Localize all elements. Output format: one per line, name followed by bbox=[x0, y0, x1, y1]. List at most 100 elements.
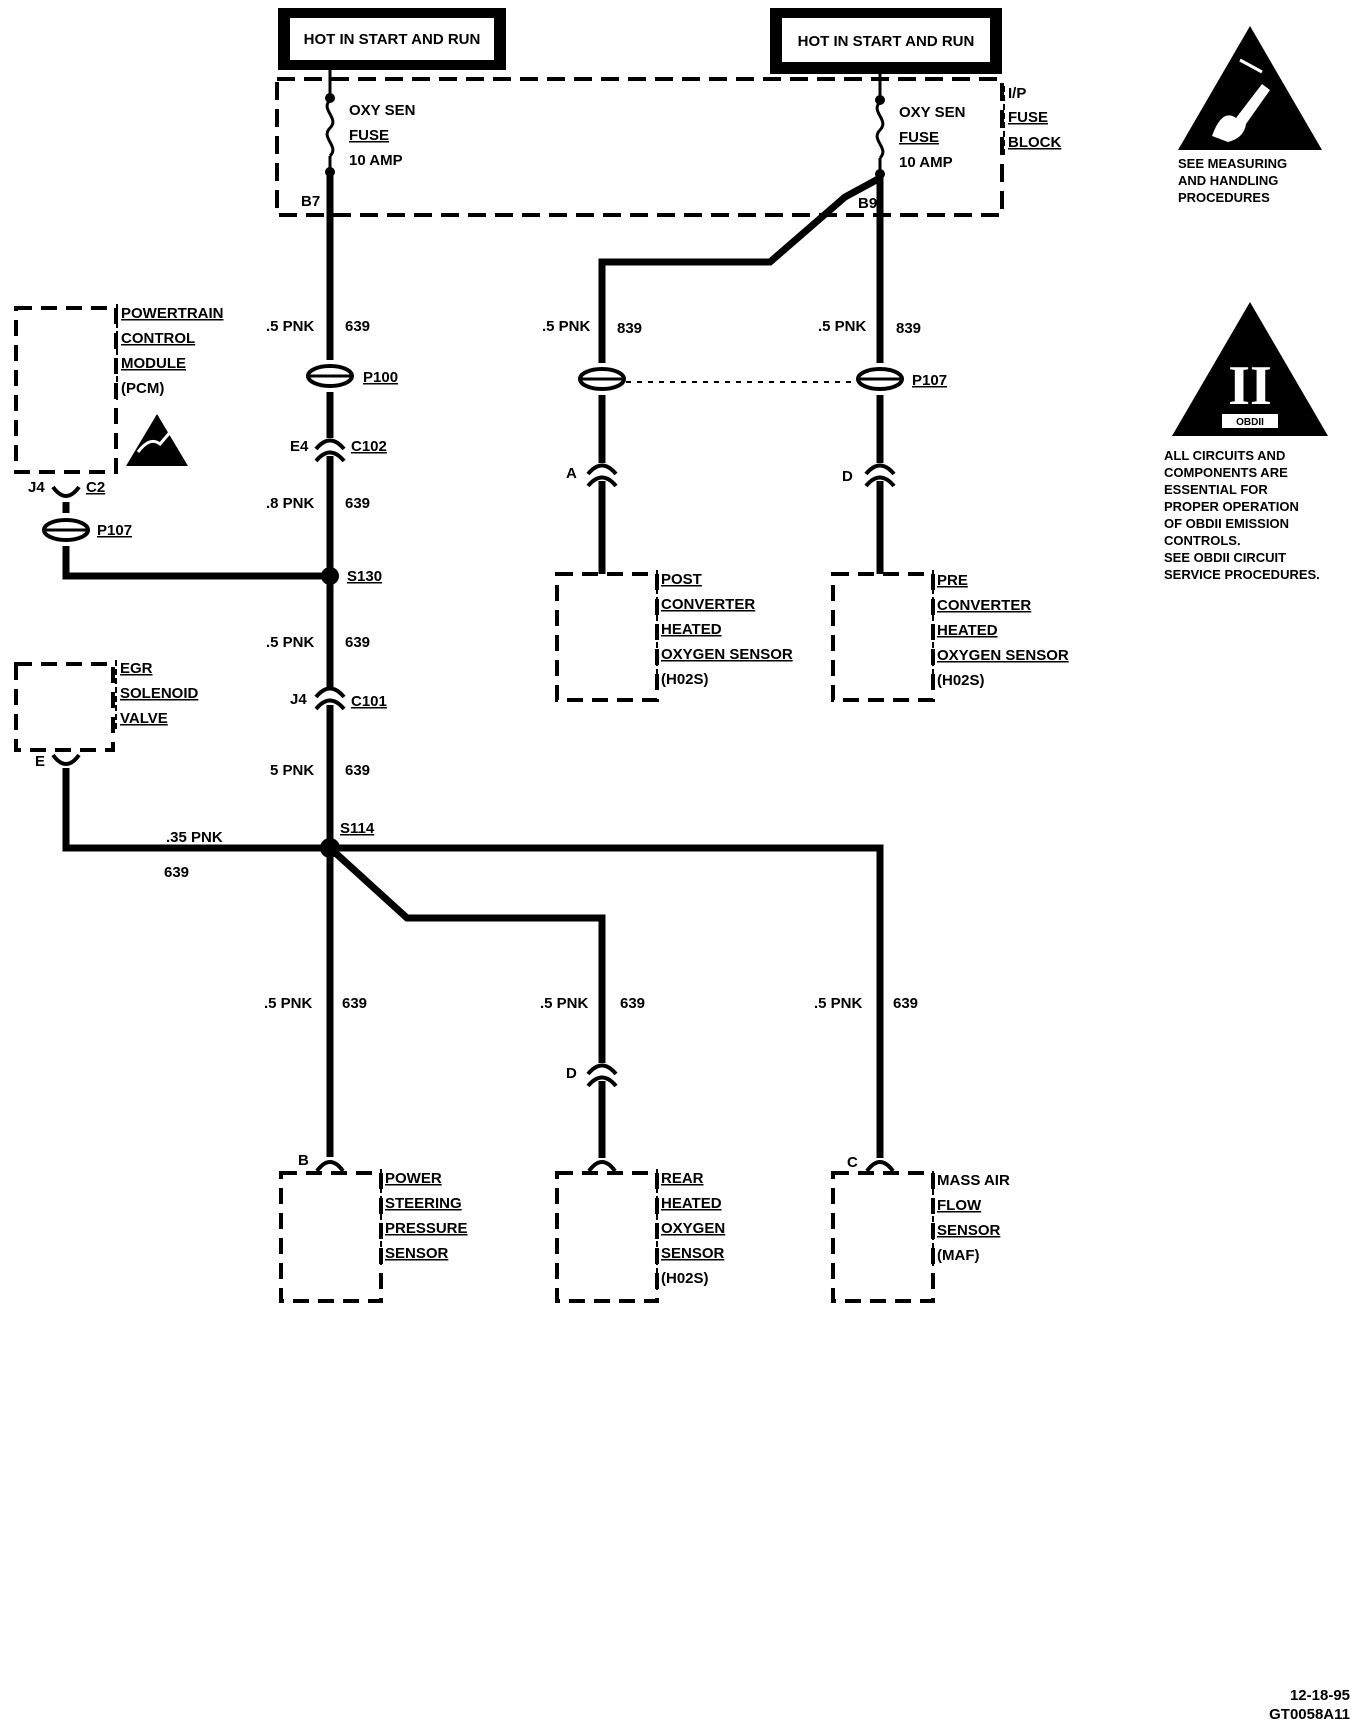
connector-pre-o2 bbox=[864, 463, 896, 488]
splice-s130-label: S130 bbox=[347, 568, 382, 585]
rear-o2-connector-cup bbox=[587, 1160, 617, 1173]
power-label-left: HOT IN START AND RUN bbox=[304, 31, 481, 48]
obdii-symbol: II bbox=[1228, 355, 1272, 417]
rear-o2-line3: OXYGEN bbox=[661, 1220, 725, 1237]
fuse-right-line1: OXY SEN bbox=[899, 104, 965, 121]
wire-2-circuit: 839 bbox=[617, 320, 642, 337]
pcm-pin: J4 bbox=[28, 479, 45, 496]
wire-1-circuit: 639 bbox=[345, 318, 370, 335]
fuse-right bbox=[875, 74, 885, 179]
egr-line1: EGR bbox=[120, 660, 153, 677]
wire-3-gauge: .5 PNK bbox=[818, 318, 867, 335]
maf-box bbox=[831, 1171, 935, 1303]
ps-line2: STEERING bbox=[385, 1195, 462, 1212]
fuse-block-label-3: BLOCK bbox=[1008, 134, 1061, 151]
ps-connector-cup bbox=[315, 1160, 345, 1173]
power-box-right: HOT IN START AND RUN bbox=[770, 8, 1002, 74]
obd-note-line4: PROPER OPERATION bbox=[1164, 499, 1299, 514]
p107-pcm-label: P107 bbox=[97, 522, 132, 539]
post-o2-pin: A bbox=[566, 465, 577, 482]
egr-connector-cup bbox=[51, 753, 81, 766]
egr-line3: VALVE bbox=[120, 710, 168, 727]
wire-4-gauge: .8 PNK bbox=[266, 495, 315, 512]
wire-10-circuit: 639 bbox=[893, 995, 918, 1012]
obd-note-line7: SEE OBDII CIRCUIT bbox=[1164, 550, 1286, 565]
p100-label: P100 bbox=[363, 369, 398, 386]
ps-line4: SENSOR bbox=[385, 1245, 449, 1262]
ps-pin: B bbox=[298, 1152, 309, 1169]
pcm-line3: MODULE bbox=[121, 355, 186, 372]
maf-line2: FLOW bbox=[937, 1197, 982, 1214]
wire-8-gauge: .5 PNK bbox=[264, 995, 313, 1012]
fuse-right-line3: 10 AMP bbox=[899, 154, 953, 171]
esd-warning-icon-small bbox=[126, 414, 188, 466]
wire-harness bbox=[62, 174, 884, 1158]
c102-pin: E4 bbox=[290, 438, 309, 455]
pre-o2-line2: CONVERTER bbox=[937, 597, 1031, 614]
connector-c102 bbox=[314, 438, 346, 463]
post-o2-line4: OXYGEN SENSOR bbox=[661, 646, 793, 663]
pcm-line4: (PCM) bbox=[121, 380, 164, 397]
wire-5-circuit: 639 bbox=[345, 634, 370, 651]
splice-s114-label: S114 bbox=[340, 820, 375, 837]
ps-sensor-box bbox=[279, 1171, 383, 1303]
maf-connector-cup bbox=[865, 1160, 895, 1173]
wire-9-gauge: .5 PNK bbox=[540, 995, 589, 1012]
post-o2-line5: (H02S) bbox=[661, 671, 709, 688]
wire-6-gauge: 5 PNK bbox=[270, 762, 314, 779]
esd-warning-icon bbox=[1178, 26, 1322, 150]
pcm-line2: CONTROL bbox=[121, 330, 195, 347]
obd-note-line5: OF OBDII EMISSION bbox=[1164, 516, 1289, 531]
obd-note-line6: CONTROLS. bbox=[1164, 533, 1241, 548]
maf-line3: SENSOR bbox=[937, 1222, 1001, 1239]
fuse-right-terminal: B9 bbox=[858, 195, 877, 212]
post-o2-line2: CONVERTER bbox=[661, 596, 755, 613]
wire-7-gauge: .35 PNK bbox=[166, 829, 223, 846]
ps-line3: PRESSURE bbox=[385, 1220, 468, 1237]
connector-rear-o2 bbox=[586, 1063, 618, 1088]
c101-pin: J4 bbox=[290, 691, 307, 708]
rear-o2-box bbox=[555, 1171, 659, 1303]
fuse-left-line2: FUSE bbox=[349, 127, 389, 144]
fuse-left-terminal: B7 bbox=[301, 193, 320, 210]
maf-line4: (MAF) bbox=[937, 1247, 979, 1264]
egr-line2: SOLENOID bbox=[120, 685, 199, 702]
splice-s114 bbox=[320, 838, 340, 858]
post-o2-line1: POST bbox=[661, 571, 702, 588]
esd-note-line1: SEE MEASURING bbox=[1178, 156, 1287, 171]
wire-1-gauge: .5 PNK bbox=[266, 318, 315, 335]
grommet-p107-post bbox=[578, 367, 626, 391]
pre-o2-line3: HEATED bbox=[937, 622, 998, 639]
fuse-block-outline bbox=[275, 77, 1004, 217]
maf-line1: MASS AIR bbox=[937, 1172, 1010, 1189]
fuse-left-line1: OXY SEN bbox=[349, 102, 415, 119]
post-o2-box bbox=[555, 572, 659, 702]
wire-6-circuit: 639 bbox=[345, 762, 370, 779]
fuse-right-line2: FUSE bbox=[899, 129, 939, 146]
fuse-left-line3: 10 AMP bbox=[349, 152, 403, 169]
footer-date: 12-18-95 bbox=[1290, 1687, 1350, 1704]
grommet-p107-pre bbox=[856, 367, 904, 391]
pcm-c2: C2 bbox=[86, 479, 105, 496]
egr-box bbox=[14, 662, 115, 752]
egr-pin: E bbox=[35, 753, 45, 770]
connector-c101 bbox=[314, 686, 346, 711]
connector-post-o2 bbox=[586, 463, 618, 488]
pcm-connector-cup bbox=[51, 485, 81, 498]
pre-o2-line1: PRE bbox=[937, 572, 968, 589]
power-box-left: HOT IN START AND RUN bbox=[278, 8, 506, 70]
splice-s130 bbox=[321, 567, 339, 585]
obdii-warning-icon: II OBDII bbox=[1172, 302, 1328, 436]
c101-label: C101 bbox=[351, 693, 387, 710]
esd-note-line3: PROCEDURES bbox=[1178, 190, 1270, 205]
pre-o2-line5: (H02S) bbox=[937, 672, 985, 689]
fuse-block-label-2: FUSE bbox=[1008, 109, 1048, 126]
c102-label: C102 bbox=[351, 438, 387, 455]
p107-main-label: P107 bbox=[912, 372, 947, 389]
maf-pin: C bbox=[847, 1154, 858, 1171]
pre-o2-pin: D bbox=[842, 468, 853, 485]
pre-o2-line4: OXYGEN SENSOR bbox=[937, 647, 1069, 664]
wire-5-gauge: .5 PNK bbox=[266, 634, 315, 651]
obd-note-line3: ESSENTIAL FOR bbox=[1164, 482, 1268, 497]
